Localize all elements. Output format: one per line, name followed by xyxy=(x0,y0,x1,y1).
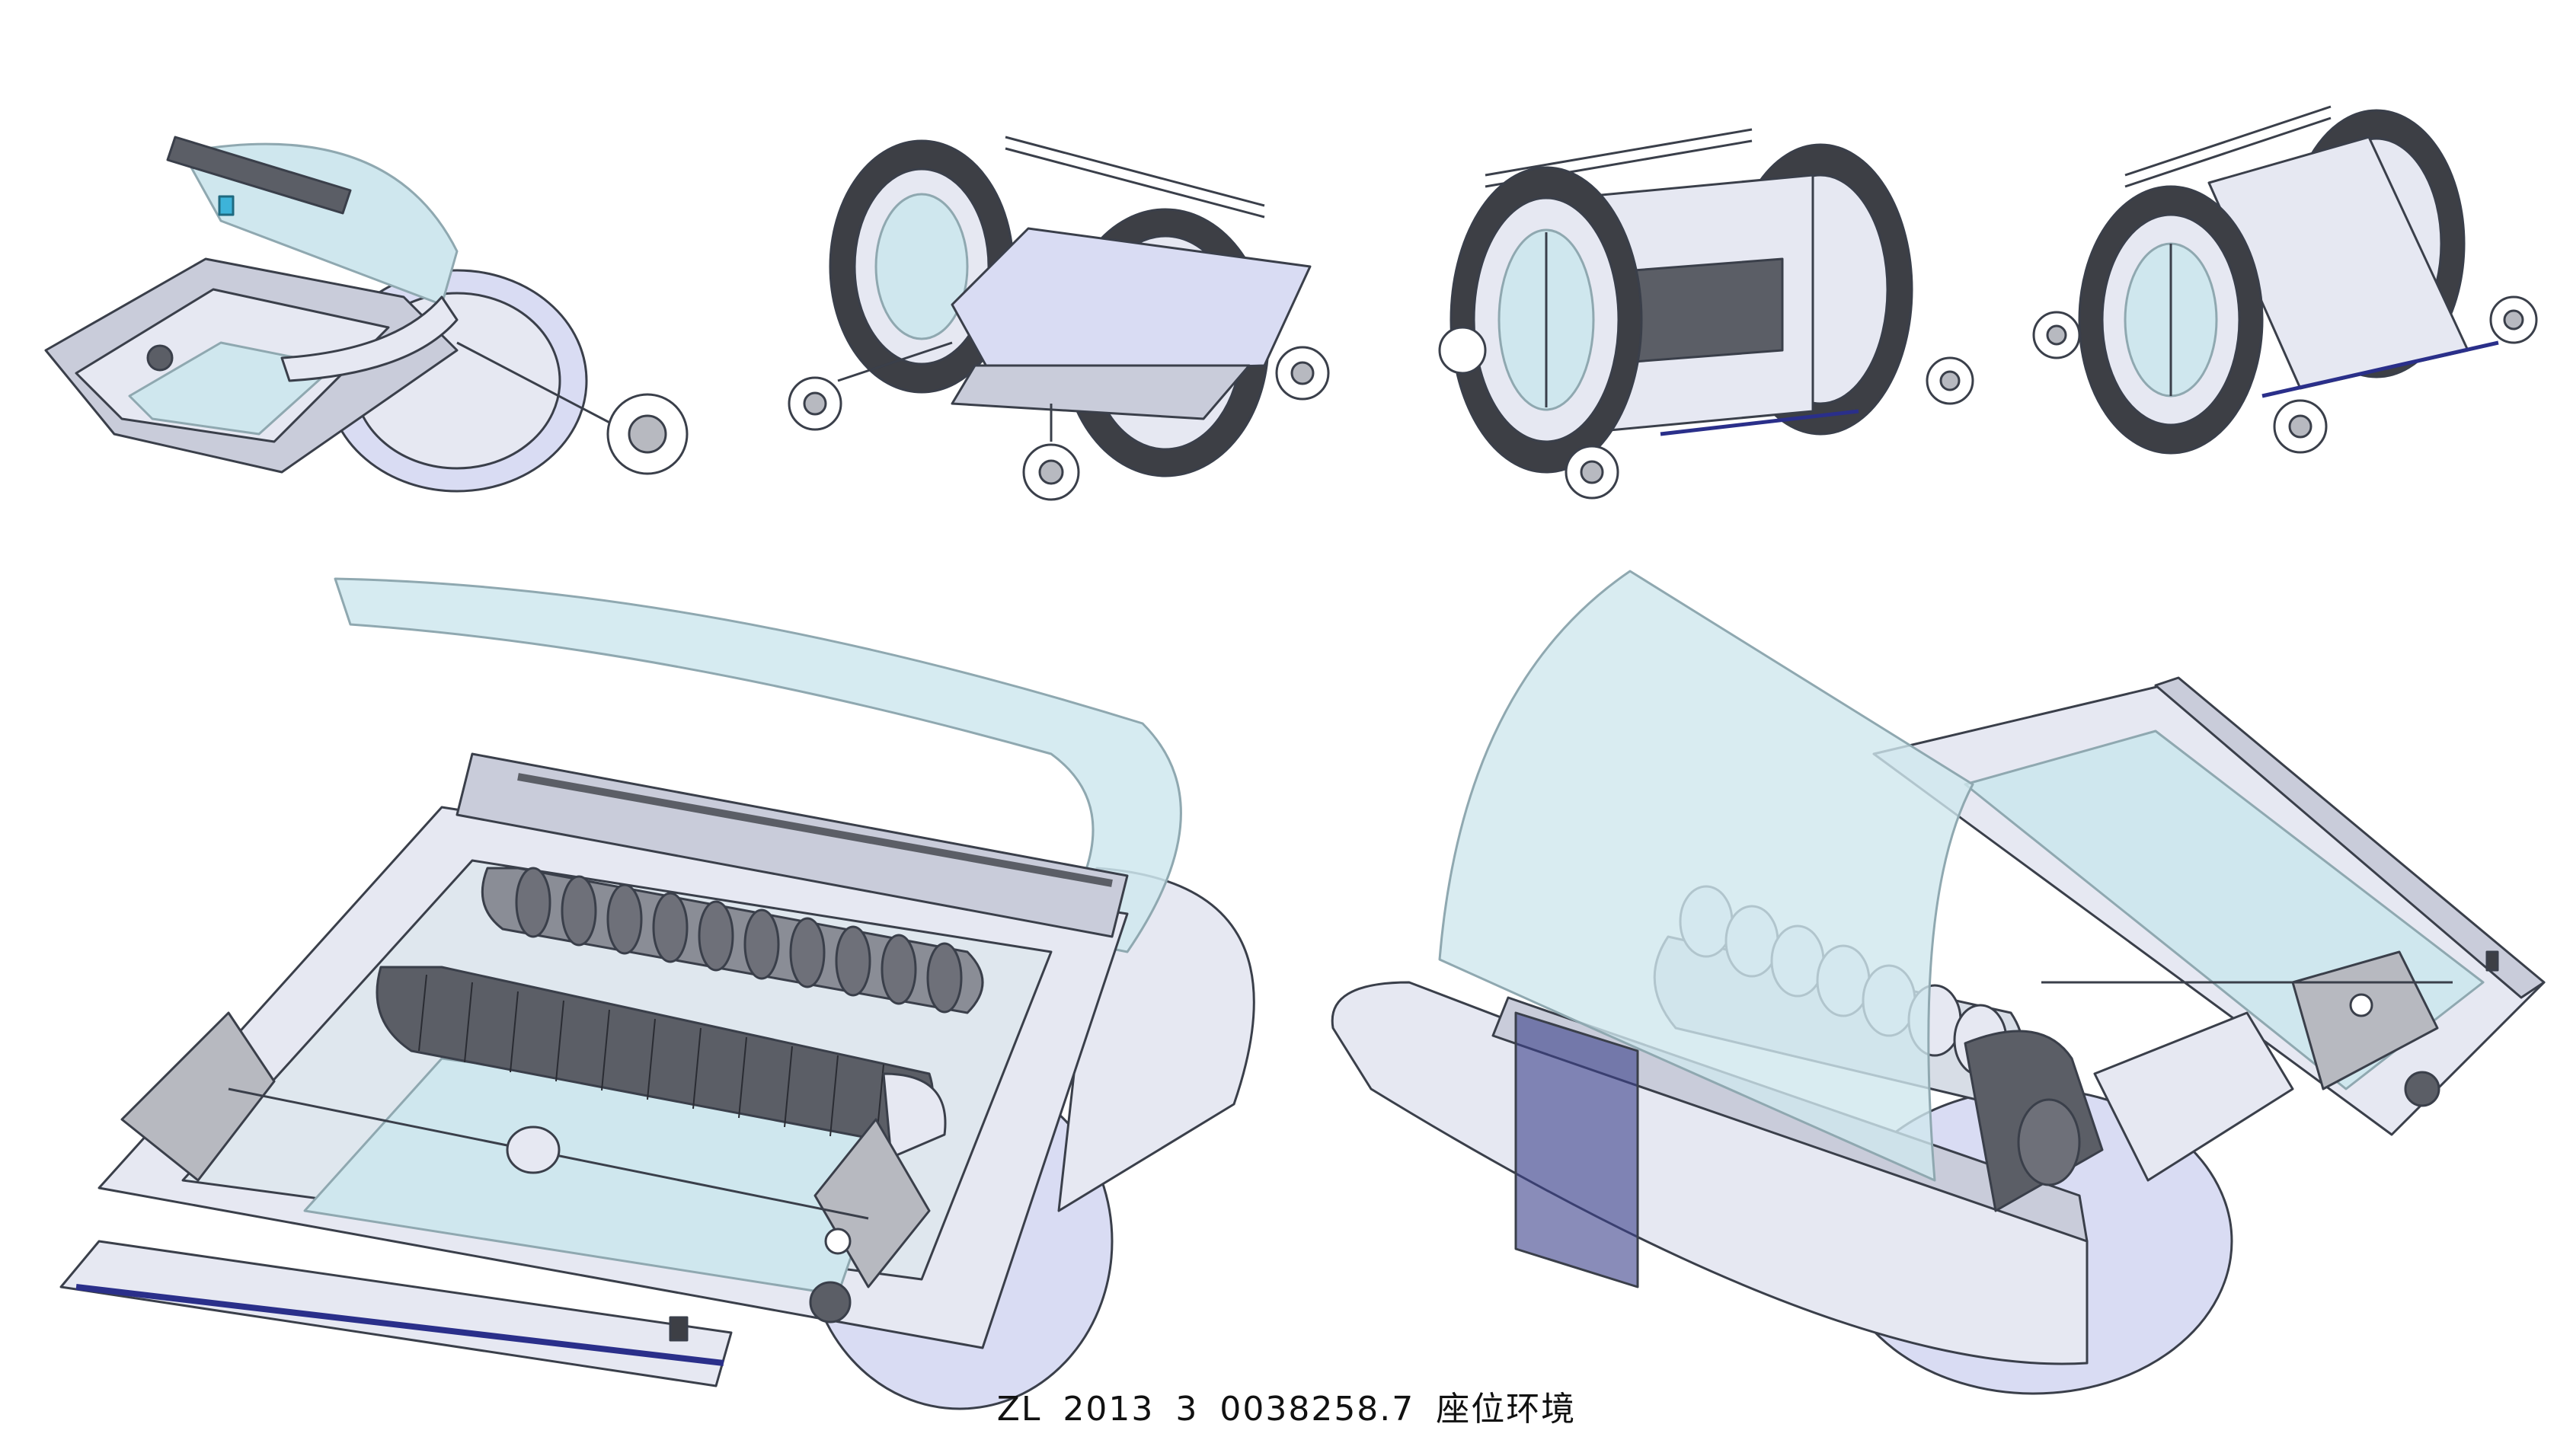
caption-year: 2013 xyxy=(1063,1390,1155,1429)
caption-type-code: 3 xyxy=(1175,1390,1199,1429)
top-view-1 xyxy=(30,107,701,503)
top-view-2 xyxy=(777,114,1356,525)
patent-caption: ZL 2013 3 0038258.7 座位环境 xyxy=(0,1381,2573,1435)
device-open-lid-icon xyxy=(44,136,689,493)
detail-view-left xyxy=(46,556,1280,1424)
caption-prefix: ZL xyxy=(996,1390,1042,1429)
device-cutaway-rollers-icon xyxy=(59,577,1255,1410)
device-cutaway-glass-icon xyxy=(1331,570,2546,1395)
top-view-4 xyxy=(2011,91,2559,487)
device-wheeled-frame-icon xyxy=(788,136,1330,501)
device-side-wheel-icon xyxy=(2032,105,2538,455)
device-front-wheel-icon xyxy=(1438,128,1974,500)
caption-title: 座位环境 xyxy=(1436,1390,1577,1429)
top-view-3 xyxy=(1432,107,1980,533)
detail-view-right xyxy=(1310,556,2546,1424)
caption-serial: 0038258.7 xyxy=(1219,1390,1415,1429)
